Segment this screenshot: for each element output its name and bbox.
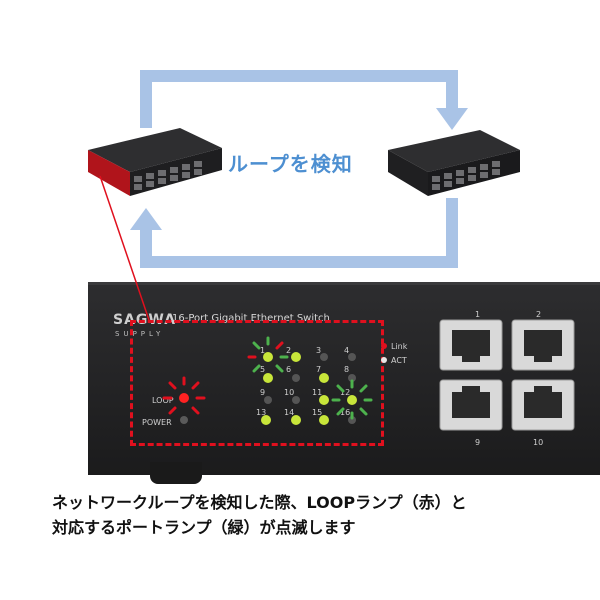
link-led-label: Link (391, 342, 408, 351)
loop-led-label: LOOP (152, 396, 174, 405)
port-led-number: 4 (344, 346, 350, 355)
port-led-number: 12 (340, 388, 351, 397)
port-led-number: 9 (260, 388, 266, 397)
port-led-number: 5 (260, 365, 266, 374)
power-led-label: POWER (142, 418, 172, 427)
port-led-number: 3 (316, 346, 322, 355)
arrow-head-up (130, 208, 162, 230)
loop-detect-label: ループを検知 (228, 152, 353, 176)
port-led-number: 6 (286, 365, 292, 374)
arrow-head-down (436, 108, 468, 130)
caption: ネットワークループを検知した際、LOOPランプ（赤）と 対応するポートランプ（緑… (52, 490, 572, 540)
port-led-number: 13 (256, 408, 267, 417)
bottom-arrow-path (140, 198, 458, 268)
rj45-port-number: 10 (533, 438, 544, 447)
port-led-number: 11 (312, 388, 323, 397)
port-led-number: 16 (340, 408, 351, 417)
model-label: 16-Port Gigabit Ethernet Switch (172, 313, 330, 324)
port-led-number: 15 (312, 408, 323, 417)
switch-foot (150, 462, 202, 484)
caption-line-1: ネットワークループを検知した際、LOOPランプ（赤）と (52, 493, 467, 512)
port-led-number: 2 (286, 346, 292, 355)
rj45-port-number: 2 (536, 310, 542, 319)
brand-subtitle: SUPPLY (115, 330, 165, 338)
port-led-number: 7 (316, 365, 322, 374)
highlight-box (130, 320, 384, 446)
port-led-number: 8 (344, 365, 350, 374)
rj45-port-number: 9 (475, 438, 481, 447)
switch-front-panel (88, 282, 600, 475)
port-led-number: 14 (284, 408, 295, 417)
loop-diagram (88, 70, 520, 268)
right-switch-image (388, 130, 520, 196)
left-switch-image (88, 128, 222, 196)
act-led-label: ACT (391, 356, 407, 365)
caption-line-2: 対応するポートランプ（緑）が点滅します (52, 518, 356, 537)
port-led-number: 10 (284, 388, 295, 397)
top-arrow-path (140, 70, 458, 128)
port-led-number: 1 (260, 346, 266, 355)
rj45-port-number: 1 (475, 310, 481, 319)
